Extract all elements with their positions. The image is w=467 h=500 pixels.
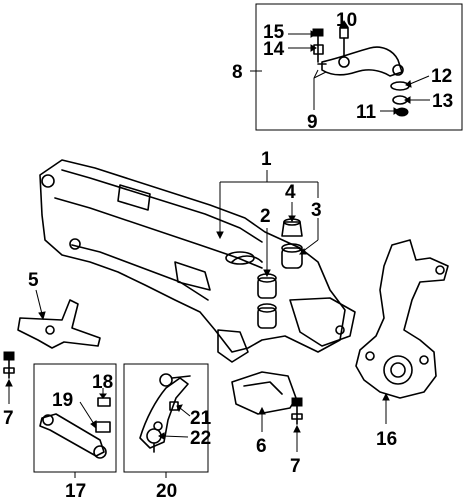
bushing-4 (281, 221, 303, 237)
callout-3: 3 (311, 200, 322, 221)
bushing-3 (281, 247, 303, 269)
callout-6: 6 (256, 436, 267, 457)
inset-20 (123, 363, 209, 478)
lateral-link (39, 413, 105, 457)
inset-17 (33, 363, 117, 478)
brace-5 (17, 289, 101, 349)
callout-21: 21 (190, 408, 212, 429)
bushing-stack (380, 75, 430, 117)
mount-bushing-rear (257, 277, 277, 299)
bushing-19 (95, 421, 111, 433)
upper-control-arm (317, 20, 404, 77)
upper-arm-inset (250, 3, 463, 131)
washer-12 (390, 81, 410, 91)
nut-18 (97, 397, 111, 407)
callout-18: 18 (92, 372, 113, 393)
bolt-15-14 (288, 28, 324, 63)
callout-8: 8 (232, 62, 243, 83)
callout-12: 12 (431, 66, 452, 87)
bolt-7-left (3, 351, 15, 404)
callout-16: 16 (376, 429, 397, 450)
callout-1-bracket (216, 170, 319, 240)
control-arm-20 (139, 377, 189, 449)
bracket-6 (231, 371, 297, 432)
callout-7-right: 7 (290, 456, 301, 477)
steering-knuckle-16 (355, 239, 449, 424)
callout-13: 13 (432, 91, 453, 112)
callout-15: 15 (263, 22, 285, 43)
callout-20: 20 (156, 481, 177, 500)
callout-22: 22 (190, 428, 211, 449)
callout-4: 4 (285, 182, 296, 203)
callout-14: 14 (263, 39, 285, 60)
callout-5: 5 (28, 270, 39, 291)
callout-labels: 1 2 3 4 5 6 7 7 8 9 10 11 12 13 14 15 16… (3, 10, 453, 500)
bolt-7-right (291, 397, 303, 452)
bushing-parts (281, 202, 319, 269)
callout-17: 17 (65, 481, 86, 500)
callout-2: 2 (260, 206, 271, 227)
mount-bushing-lower (257, 307, 277, 329)
callout-11: 11 (356, 102, 377, 123)
callout-9: 9 (307, 112, 318, 133)
callout-1: 1 (261, 149, 272, 170)
callout-19: 19 (52, 390, 73, 411)
callout-10: 10 (336, 10, 357, 31)
crossmember-assembly (39, 159, 356, 363)
callout-7-left: 7 (3, 408, 14, 429)
inset-frame-top (255, 3, 463, 131)
